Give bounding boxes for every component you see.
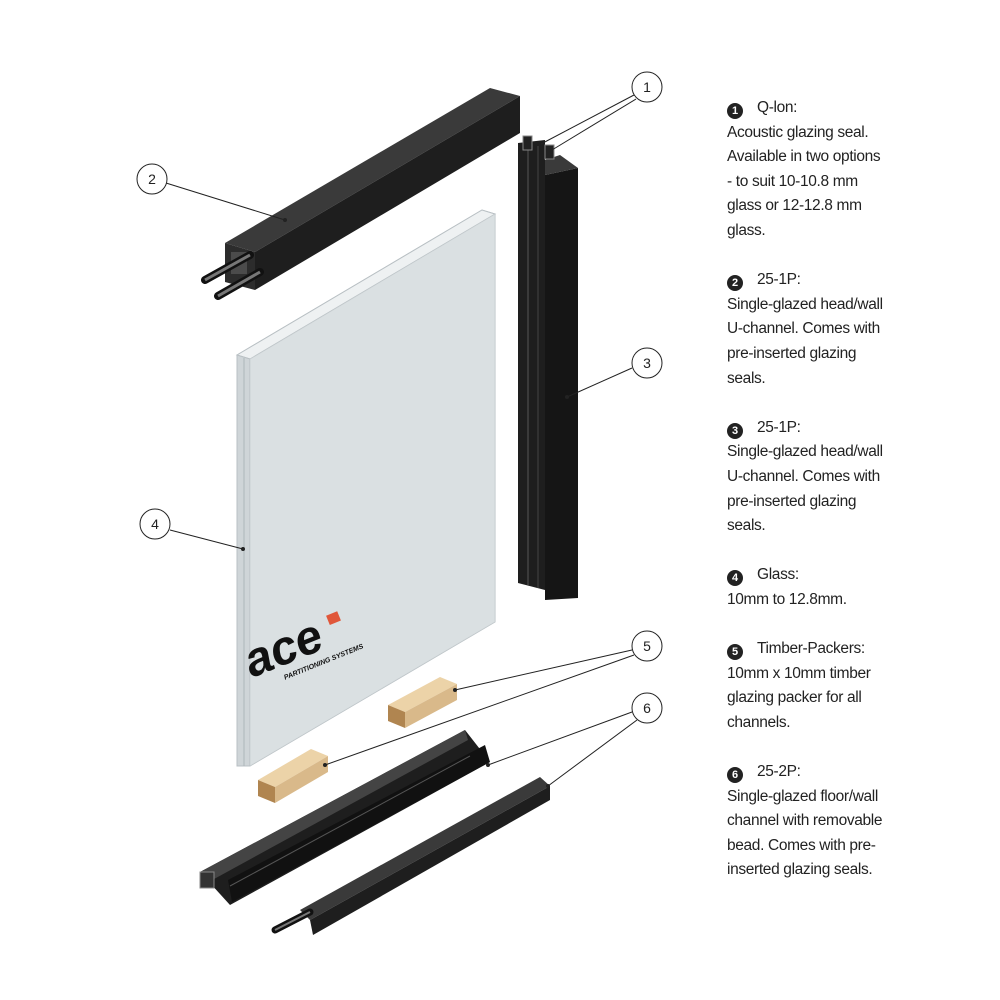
legend-title-line: 2 25-1P: [727, 268, 997, 293]
legend-title: Glass: [757, 566, 799, 584]
legend-description-line: - to suit 10-10.8 mm [727, 172, 858, 190]
legend-description-line: glazing packer for all [727, 689, 862, 707]
svg-text:6: 6 [643, 700, 651, 716]
svg-text:1: 1 [643, 79, 651, 95]
head-channel-25-1p [201, 88, 520, 300]
callout-2: 2 [136, 163, 168, 195]
legend-title: 25-2P: [757, 763, 801, 781]
legend-title-line: 4 Glass: [727, 563, 997, 588]
legend-title-line: 6 25-2P: [727, 760, 997, 785]
legend-description-line: Single-glazed head/wall [727, 443, 883, 461]
removable-bead [271, 777, 550, 935]
timber-packer [388, 677, 457, 728]
leader-lines [165, 94, 638, 787]
legend-description-line: channels. [727, 713, 791, 731]
legend-description-line: Single-glazed head/wall [727, 295, 883, 313]
legend-description-line: seals. [727, 369, 766, 387]
legend-title: Q-lon: [757, 99, 798, 116]
legend-title: Timber-Packers: [757, 640, 865, 658]
vertical-channel-25-1p [518, 135, 578, 600]
svg-text:5: 5 [643, 638, 651, 654]
legend-description-line: pre-inserted glazing [727, 344, 857, 362]
legend-item: 6 25-2P: Single-glazed floor/wall channel w… [727, 760, 997, 883]
svg-text:4: 4 [151, 516, 159, 532]
legend-description-line: Single-glazed floor/wall [727, 787, 878, 805]
timber-packer [258, 749, 328, 803]
legend-description-line: 10mm x 10mm timber [727, 664, 871, 682]
number-badge-icon: 5 [727, 644, 743, 661]
legend-title-line: 3 25-1P: [727, 416, 997, 441]
legend-description-line: Acoustic glazing seal. [727, 123, 869, 141]
legend-description-line: channel with removable [727, 812, 883, 830]
floor-channel-25-2p [199, 730, 490, 905]
legend-description-line: U-channel. Comes with [727, 467, 880, 485]
legend-description-line: 10mm to 12.8mm. [727, 590, 847, 608]
legend-description-line: U-channel. Comes with [727, 320, 880, 338]
legend-description-line: bead. Comes with pre- [727, 836, 876, 854]
callout-6: 6 [631, 692, 663, 724]
legend-title: 25-1P: [757, 271, 801, 289]
legend-item: 5 Timber-Packers: 10mm x 10mm timber glazin… [727, 637, 997, 735]
parts-legend: 1 Q-lon: Acoustic glazing seal. Available i… [727, 96, 997, 908]
legend-title-line: 1 Q-lon: [727, 96, 997, 121]
legend-title: 25-1P: [757, 418, 801, 436]
legend-description-line: inserted glazing seals. [727, 861, 873, 879]
legend-description-line: seals. [727, 517, 766, 535]
number-badge-icon: 4 [727, 570, 743, 587]
callout-4: 4 [139, 508, 171, 540]
callout-3: 3 [631, 347, 663, 379]
legend-description-line: glass. [727, 221, 766, 239]
legend-item: 4 Glass: 10mm to 12.8mm. [727, 563, 997, 612]
svg-text:2: 2 [148, 171, 156, 187]
number-badge-icon: 3 [727, 422, 743, 439]
legend-item: 1 Q-lon: Acoustic glazing seal. Available i… [727, 96, 997, 244]
legend-description-line: pre-inserted glazing [727, 492, 857, 510]
number-badge-icon: 6 [727, 767, 743, 784]
callout-5: 5 [631, 630, 663, 662]
glass-panel [235, 209, 497, 767]
legend-title-line: 5 Timber-Packers: [727, 637, 997, 662]
legend-description-line: glass or 12-12.8 mm [727, 197, 862, 215]
number-badge-icon: 2 [727, 275, 743, 292]
svg-text:3: 3 [643, 355, 651, 371]
legend-description-line: Available in two options [727, 148, 881, 166]
number-badge-icon: 1 [727, 103, 743, 119]
callout-1: 1 [631, 71, 663, 103]
